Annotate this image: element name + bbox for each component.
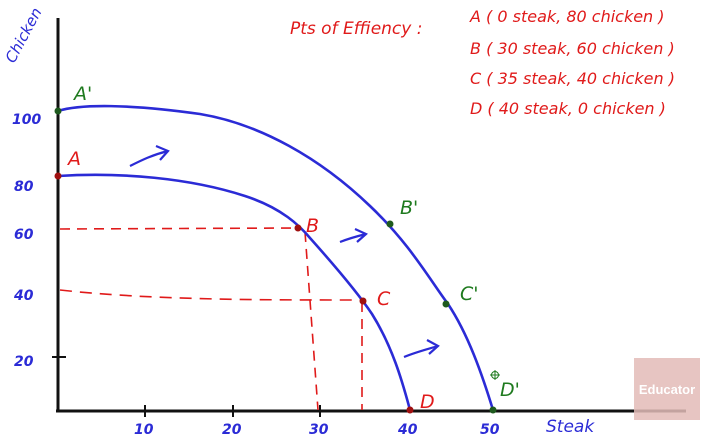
point-c — [359, 297, 367, 305]
ppf-curve-outer — [57, 104, 495, 411]
point-a — [54, 172, 62, 180]
crosshair-icon — [490, 370, 500, 380]
point-label-a-prime: A' — [72, 83, 92, 105]
point-label-b: B — [306, 215, 319, 237]
x-axis-label: Steak — [546, 417, 595, 437]
arrow-shift-3 — [403, 339, 440, 359]
point-d-prime — [489, 406, 497, 414]
y-tick-label-40: 40 — [13, 288, 34, 304]
ppf-curve-inner — [57, 173, 412, 411]
guide-c-horizontal — [59, 289, 363, 301]
arrow-shift-2 — [339, 227, 368, 244]
point-label-b-prime: B' — [400, 197, 418, 219]
note-line-d: D ( 40 steak, 0 chicken ) — [470, 99, 666, 118]
y-tick-label-60: 60 — [14, 227, 34, 243]
note-line-a: A ( 0 steak, 80 chicken ) — [469, 7, 665, 26]
note-line-b: B ( 30 steak, 60 chicken ) — [470, 39, 675, 58]
x-tick-label-10: 10 — [134, 422, 154, 438]
y-tick-label-100: 100 — [12, 112, 41, 128]
point-label-d-prime: D' — [500, 379, 520, 401]
arrow-shift-1 — [129, 144, 170, 167]
y-axis-label: Chicken — [2, 5, 46, 66]
y-tick-label-80: 80 — [14, 179, 34, 195]
point-b-prime — [386, 220, 394, 228]
note-title: Pts of Effiency : — [290, 19, 422, 39]
point-a-prime — [54, 107, 62, 115]
point-d — [406, 406, 414, 414]
point-c-prime — [442, 300, 450, 308]
x-tick-label-40: 40 — [397, 422, 418, 438]
point-label-c-prime: C' — [460, 283, 479, 305]
x-tick-label-50: 50 — [480, 422, 500, 438]
x-tick-label-30: 30 — [309, 422, 329, 438]
guide-b-horizontal — [59, 227, 299, 230]
point-label-d: D — [420, 391, 435, 413]
point-label-a: A — [66, 148, 81, 170]
point-b — [294, 224, 302, 232]
x-tick-label-20: 20 — [222, 422, 242, 438]
point-label-c: C — [377, 288, 391, 310]
educator-watermark: Educator — [634, 358, 700, 420]
guide-b-vertical — [304, 231, 319, 411]
note-line-c: C ( 35 steak, 40 chicken ) — [470, 69, 675, 88]
y-tick-label-20: 20 — [14, 354, 34, 370]
